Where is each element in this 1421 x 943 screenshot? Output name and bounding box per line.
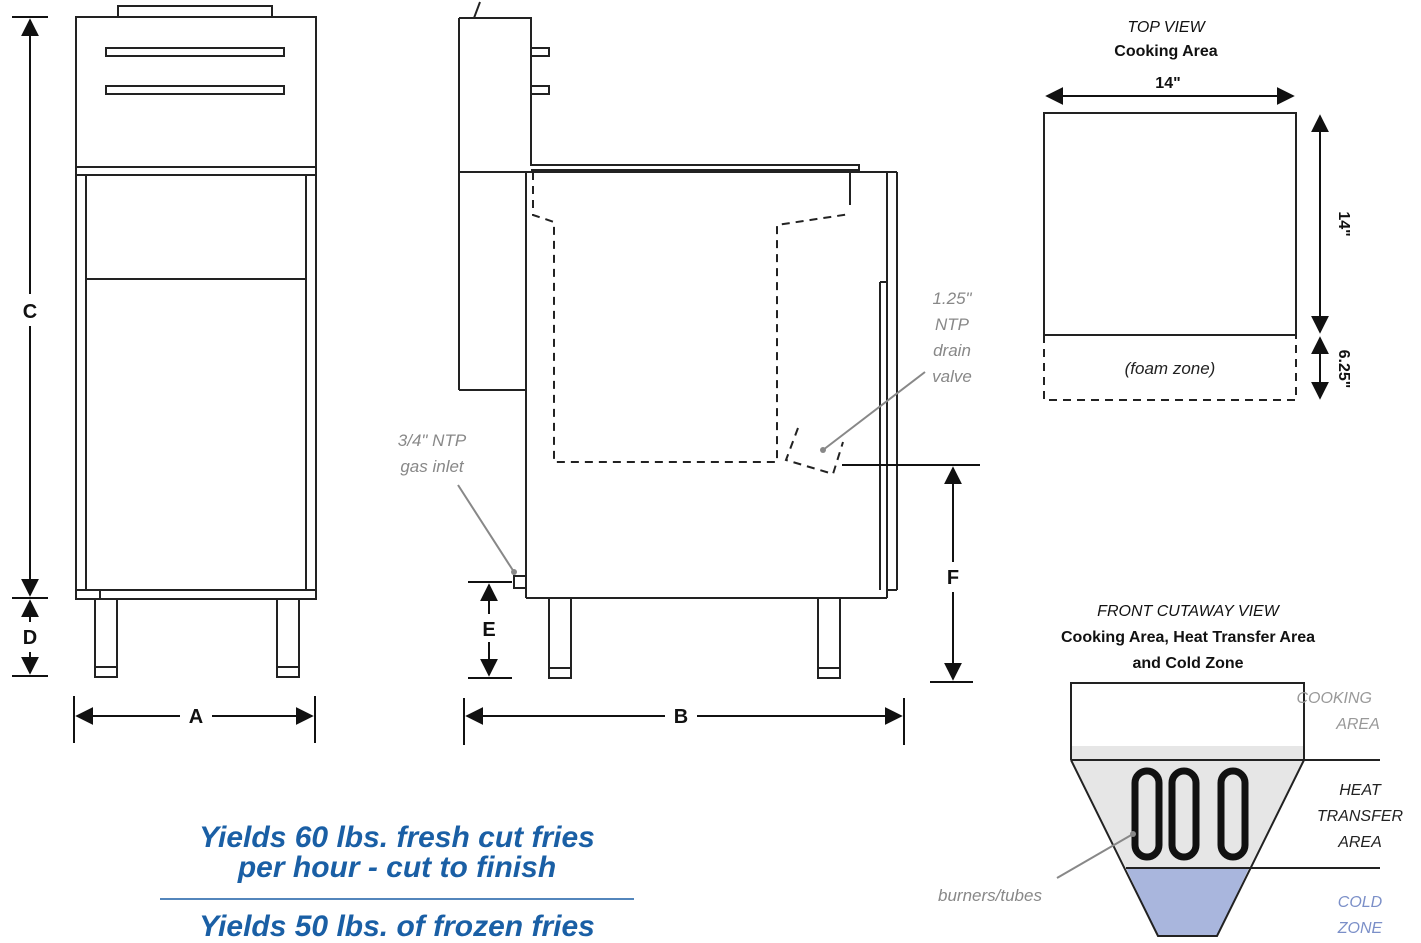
front-control-panel: [75, 16, 317, 168]
front-vent-slot: [105, 85, 285, 95]
side-view-vessel-hidden: [532, 172, 851, 476]
yield-frozen-line1: Yields 50 lbs. of frozen fries: [199, 910, 595, 943]
dimension-b-label: B: [674, 706, 688, 728]
top-view-heading: TOP VIEW: [1127, 19, 1206, 36]
heat-transfer-label-3: AREA: [1337, 834, 1382, 851]
cold-zone-label-1: COLD: [1338, 894, 1383, 911]
dimension-e-label: E: [482, 619, 495, 641]
foam-zone-label: (foam zone): [1125, 359, 1216, 378]
front-view: [75, 5, 317, 678]
heat-transfer-area: [1071, 760, 1304, 868]
cutaway-subheading-1: Cooking Area, Heat Transfer Area: [1061, 629, 1315, 646]
drain-label-1: 1.25": [932, 289, 972, 308]
top-view-subheading: Cooking Area: [1114, 43, 1218, 60]
gas-inlet-callout: 3/4" NTP gas inlet: [398, 431, 517, 575]
foam-depth-label: 6.25": [1335, 350, 1352, 389]
dimension-a-label: A: [189, 706, 203, 728]
heat-transfer-label-2: TRANSFER: [1317, 808, 1404, 825]
side-view: [458, 1, 898, 679]
burners-label: burners/tubes: [938, 886, 1042, 905]
yield-frozen: Yields 50 lbs. of frozen fries: [160, 912, 634, 942]
top-view-depth-label: 14": [1335, 211, 1352, 236]
dimension-f: [842, 464, 980, 683]
dimension-e: [468, 581, 512, 679]
drain-label-2: NTP: [935, 315, 970, 334]
cutaway-subheading-2: and Cold Zone: [1132, 655, 1243, 672]
foam-zone-box: [1043, 335, 1297, 401]
yield-fresh-line2: per hour - cut to finish: [237, 851, 557, 884]
cold-zone-label-2: ZONE: [1337, 920, 1383, 937]
yield-fresh: Yields 60 lbs. fresh cut fries per hour …: [160, 823, 634, 883]
burner-tubes: [1131, 767, 1249, 861]
oil-surface: [1071, 746, 1304, 760]
heat-transfer-label-1: HEAT: [1339, 782, 1382, 799]
drain-valve-callout: 1.25" NTP drain valve: [820, 289, 973, 453]
front-cabinet: [75, 166, 317, 600]
gas-inlet-label-2: gas inlet: [400, 457, 465, 476]
front-leg-left: [94, 598, 118, 678]
top-view: TOP VIEW Cooking Area 14" (foam zone) 14…: [1043, 19, 1352, 401]
dimension-d-label: D: [23, 627, 37, 649]
cooking-area-box: [1043, 112, 1297, 336]
dimension-b: [463, 698, 905, 745]
dimension-c-label: C: [23, 301, 37, 323]
drain-label-4: valve: [932, 367, 972, 386]
dimension-c: [12, 16, 48, 599]
cooking-area-label-2: AREA: [1335, 716, 1380, 733]
drain-label-3: drain: [933, 341, 971, 360]
cutaway-heading: FRONT CUTAWAY VIEW: [1097, 603, 1281, 620]
front-leg-right: [276, 598, 300, 678]
front-top-cap: [117, 5, 273, 18]
cold-zone: [1126, 868, 1249, 936]
dimension-d: [12, 599, 48, 677]
cooking-area-label-1: COOKING: [1296, 690, 1372, 707]
cutaway-view: FRONT CUTAWAY VIEW Cooking Area, Heat Tr…: [938, 603, 1404, 937]
gas-inlet-label-1: 3/4" NTP: [398, 431, 467, 450]
dimension-a: [73, 696, 316, 743]
front-vent-slot: [105, 47, 285, 57]
yield-fresh-line1: Yields 60 lbs. fresh cut fries: [199, 821, 595, 854]
top-view-width-label: 14": [1155, 75, 1180, 92]
dimension-f-label: F: [947, 567, 959, 589]
